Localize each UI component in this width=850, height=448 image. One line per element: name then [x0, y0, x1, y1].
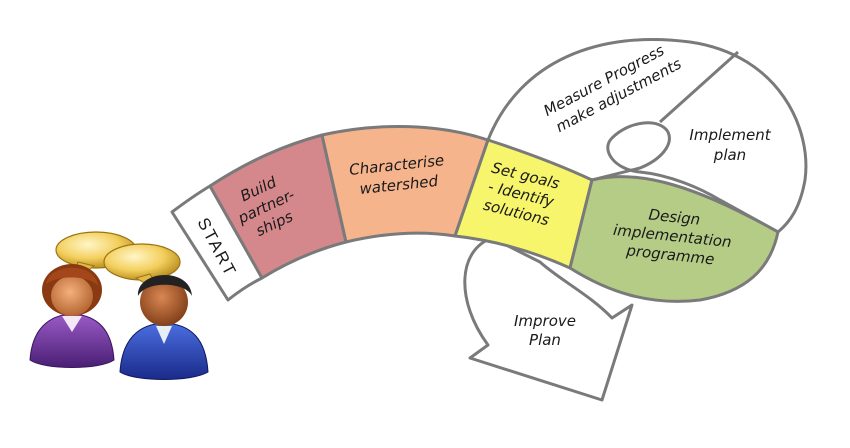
svg-text:Implement: Implement — [689, 126, 771, 144]
man-avatar-icon — [119, 274, 209, 380]
improve-plan-arrow — [463, 236, 634, 402]
implement-plan-label: Implement plan — [689, 126, 771, 164]
svg-text:Design: Design — [648, 205, 701, 228]
two-people-talking-icon — [29, 231, 209, 380]
svg-text:Improve: Improve — [514, 312, 576, 330]
woman-avatar-icon — [29, 264, 115, 368]
svg-text:Plan: Plan — [529, 331, 561, 349]
loop-divider — [658, 50, 740, 124]
set-goals-label: Set goals - Identify solutions — [482, 159, 562, 230]
improve-plan-label: Improve Plan — [514, 312, 576, 349]
svg-text:plan: plan — [713, 146, 746, 164]
design-implementation-segment — [568, 175, 780, 303]
